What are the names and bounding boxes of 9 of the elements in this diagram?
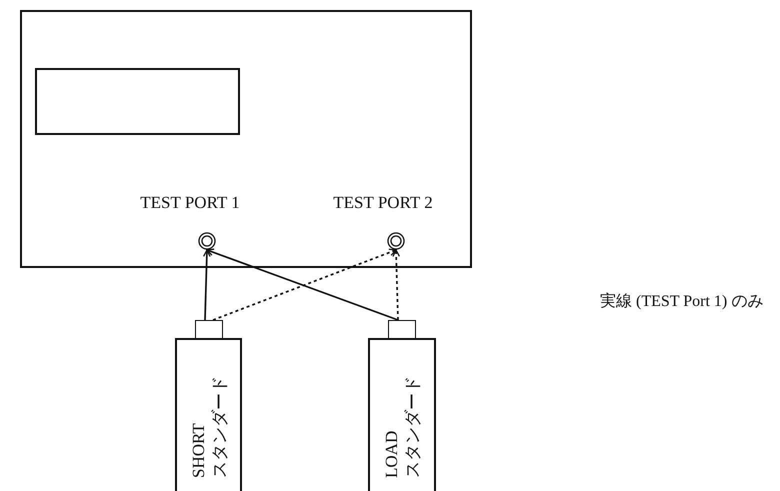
arrow xyxy=(202,249,211,320)
port-label: TEST PORT 2 xyxy=(332,193,434,213)
analyzer-box xyxy=(20,10,472,268)
port-label: TEST PORT 1 xyxy=(139,193,241,213)
dotted-arrow xyxy=(392,249,400,320)
standard-label: LOAD スタンダード xyxy=(381,375,423,478)
note-text: 実線 (TEST Port 1) のみ xyxy=(600,292,764,312)
display-screen xyxy=(35,68,240,135)
standard-label: SHORT スタンダード xyxy=(188,375,230,478)
